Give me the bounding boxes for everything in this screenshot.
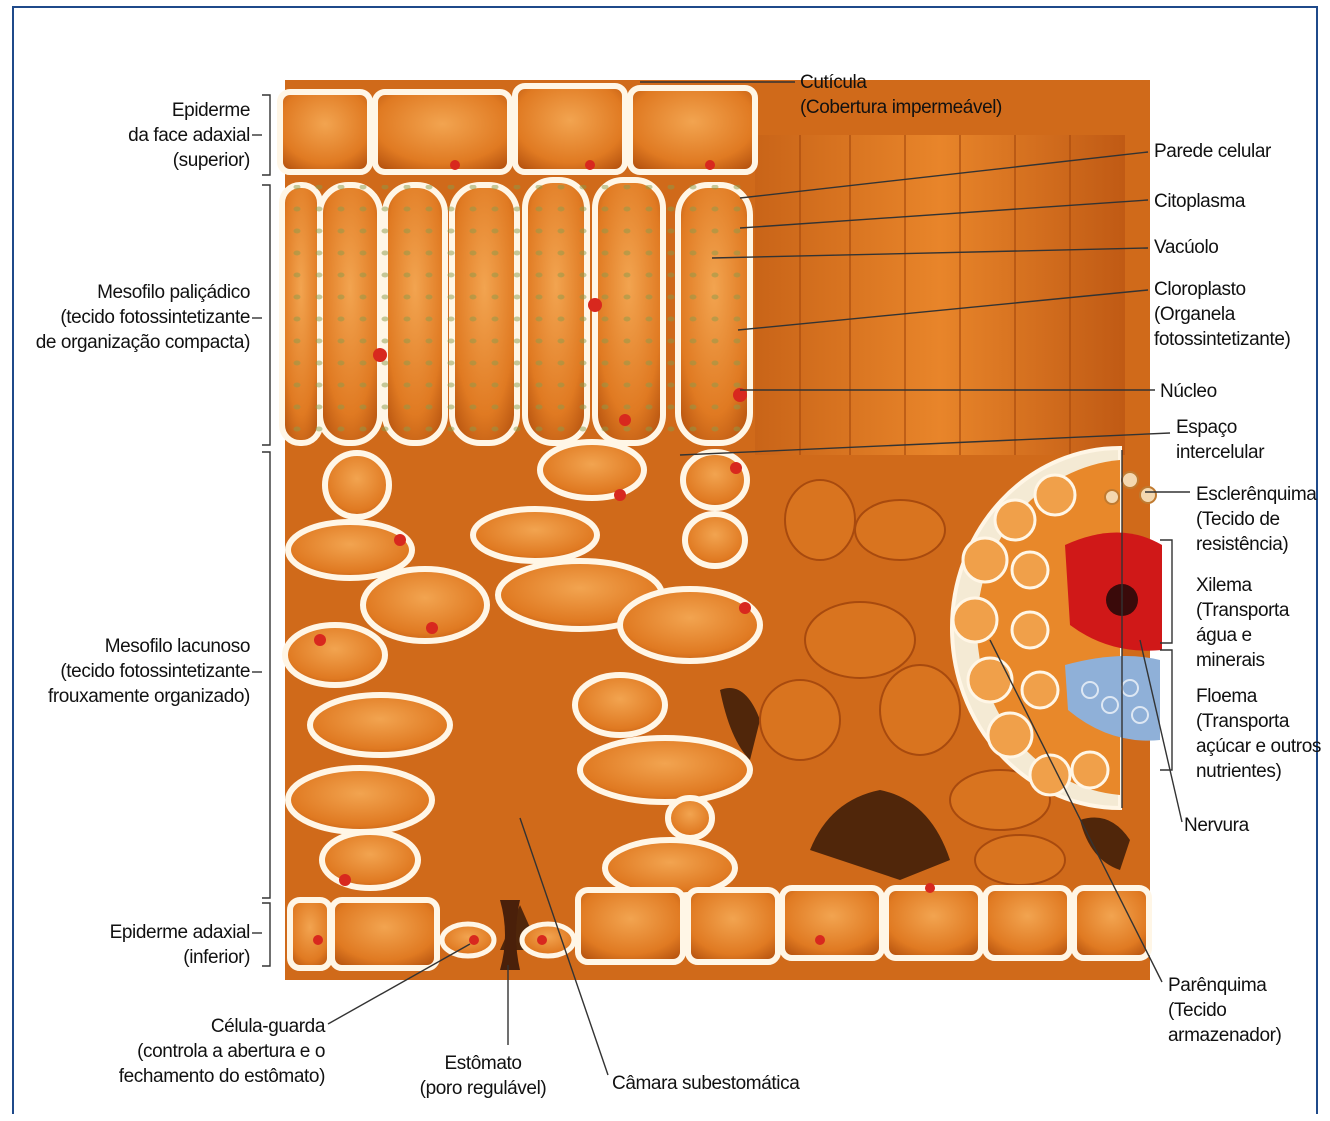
label-cell-wall: Parede celular (1154, 139, 1314, 164)
label-parenchyma: Parênquima (Tecido armazenador) (1168, 973, 1308, 1048)
label-spongy-mesophyll: Mesofilo lacunoso (tecido fotossintetiza… (20, 634, 250, 709)
label-sclerenchyma: Esclerênquima (Tecido de resistência) (1196, 482, 1326, 557)
label-chloroplast: Cloroplasto (Organela fotossintetizante) (1154, 277, 1324, 352)
label-nucleus: Núcleo (1160, 379, 1300, 404)
palisade-side-face (755, 135, 1125, 455)
label-upper-epidermis: Epiderme da face adaxial (superior) (60, 98, 250, 173)
label-cytoplasm: Citoplasma (1154, 189, 1314, 214)
label-lower-epidermis: Epiderme adaxial (inferior) (60, 920, 250, 970)
upper-epidermis (280, 86, 755, 172)
label-cuticle: Cutícula (Cobertura impermeável) (800, 70, 1020, 120)
palisade-cells (282, 180, 750, 443)
label-guard-cell: Célula-guarda (controla a abertura e o f… (90, 1014, 325, 1089)
label-xylem: Xilema (Transporta água e minerais (1196, 573, 1326, 673)
label-vein: Nervura (1184, 813, 1304, 838)
label-stomata: Estômato (poro regulável) (408, 1051, 558, 1101)
label-palisade-mesophyll: Mesofilo paliçádico (tecido fotossinteti… (20, 280, 250, 355)
label-vacuole: Vacúolo (1154, 235, 1314, 260)
label-substomatal-chamber: Câmara subestomática (612, 1071, 812, 1096)
label-intercellular-space: Espaço intercelular (1176, 415, 1316, 465)
label-phloem: Floema (Transporta açúcar e outros nutri… (1196, 684, 1326, 784)
